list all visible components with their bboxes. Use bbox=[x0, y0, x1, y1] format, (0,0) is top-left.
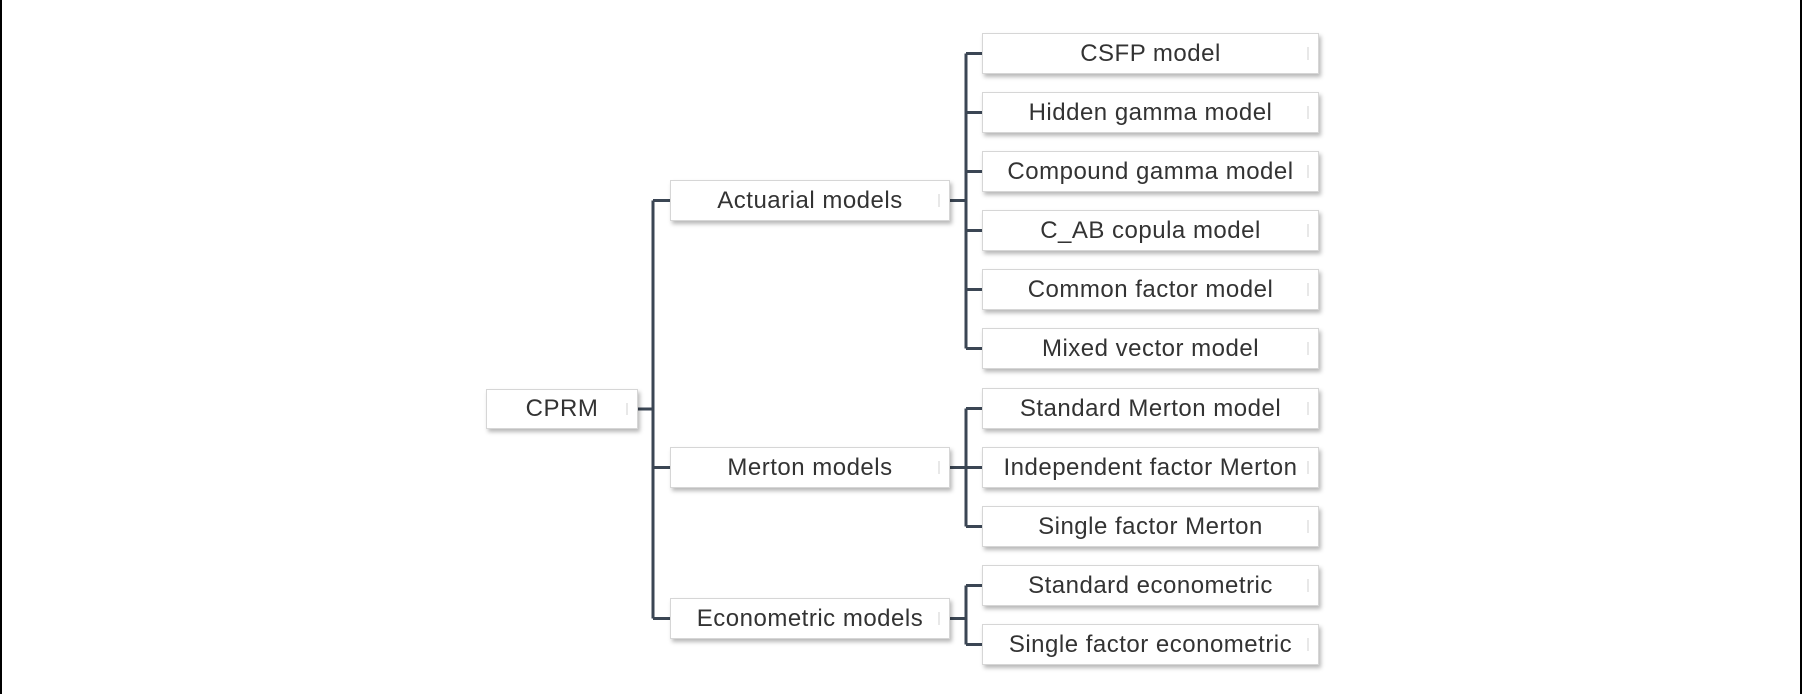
leaf-node-csfp-model-label: CSFP model bbox=[1080, 39, 1221, 67]
leaf-node-standard-merton-model: Standard Merton model bbox=[982, 388, 1319, 429]
root-node-cprm-label: CPRM bbox=[525, 395, 599, 422]
leaf-node-standard-econometric: Standard econometric bbox=[982, 565, 1319, 606]
group-node-merton-models: Merton models bbox=[670, 447, 950, 488]
root-node-cprm: CPRM bbox=[486, 389, 638, 429]
leaf-node-common-factor-model: Common factor model bbox=[982, 269, 1319, 310]
leaf-node-standard-econometric-label: Standard econometric bbox=[1028, 571, 1273, 599]
group-node-econometric-models: Econometric models bbox=[670, 598, 950, 639]
group-node-actuarial-models: Actuarial models bbox=[670, 180, 950, 221]
leaf-node-common-factor-model-label: Common factor model bbox=[1027, 275, 1274, 303]
leaf-node-hidden-gamma-model: Hidden gamma model bbox=[982, 92, 1319, 133]
leaf-node-c-ab-copula-model-label: C_AB copula model bbox=[1040, 216, 1261, 244]
group-node-actuarial-models-label: Actuarial models bbox=[717, 186, 903, 214]
left-frame-edge bbox=[0, 0, 2, 694]
leaf-node-compound-gamma-model-label: Compound gamma model bbox=[1007, 157, 1294, 185]
leaf-node-single-factor-merton-label: Single factor Merton bbox=[1038, 512, 1263, 540]
leaf-node-mixed-vector-model: Mixed vector model bbox=[982, 328, 1319, 369]
right-frame-edge bbox=[1800, 0, 1802, 694]
leaf-node-c-ab-copula-model: C_AB copula model bbox=[982, 210, 1319, 251]
leaf-node-mixed-vector-model-label: Mixed vector model bbox=[1041, 334, 1260, 362]
leaf-node-hidden-gamma-model-label: Hidden gamma model bbox=[1028, 98, 1273, 126]
leaf-node-independent-factor-merton-label: Independent factor Merton bbox=[1003, 453, 1298, 481]
group-node-merton-models-label: Merton models bbox=[727, 453, 893, 481]
leaf-node-single-factor-merton: Single factor Merton bbox=[982, 506, 1319, 547]
leaf-node-standard-merton-model-label: Standard Merton model bbox=[1019, 394, 1282, 422]
leaf-node-csfp-model: CSFP model bbox=[982, 33, 1319, 74]
leaf-node-single-factor-econometric: Single factor econometric bbox=[982, 624, 1319, 665]
leaf-node-single-factor-econometric-label: Single factor econometric bbox=[1008, 630, 1293, 658]
leaf-node-independent-factor-merton: Independent factor Merton bbox=[982, 447, 1319, 488]
group-node-econometric-models-label: Econometric models bbox=[696, 604, 924, 632]
leaf-node-compound-gamma-model: Compound gamma model bbox=[982, 151, 1319, 192]
